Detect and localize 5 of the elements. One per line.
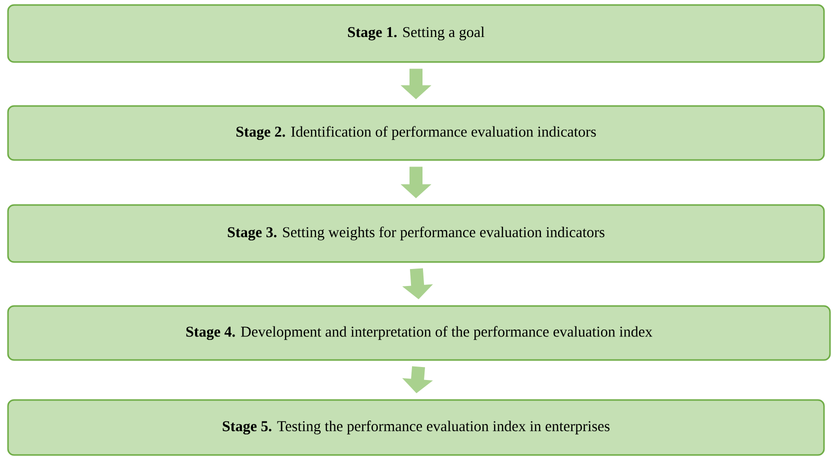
- stage-box: Stage 3. Setting weights for performance evaluation indicators: [7, 204, 825, 263]
- stage-box: Stage 4. Development and interpretation of the performance evaluation index: [7, 305, 831, 361]
- stage-box: Stage 1. Setting a goal: [7, 4, 825, 63]
- stage-box: Stage 2. Identification of performance evaluation indicators: [7, 105, 825, 161]
- stage-box: Stage 5. Testing the performance evaluation index in enterprises: [7, 399, 825, 456]
